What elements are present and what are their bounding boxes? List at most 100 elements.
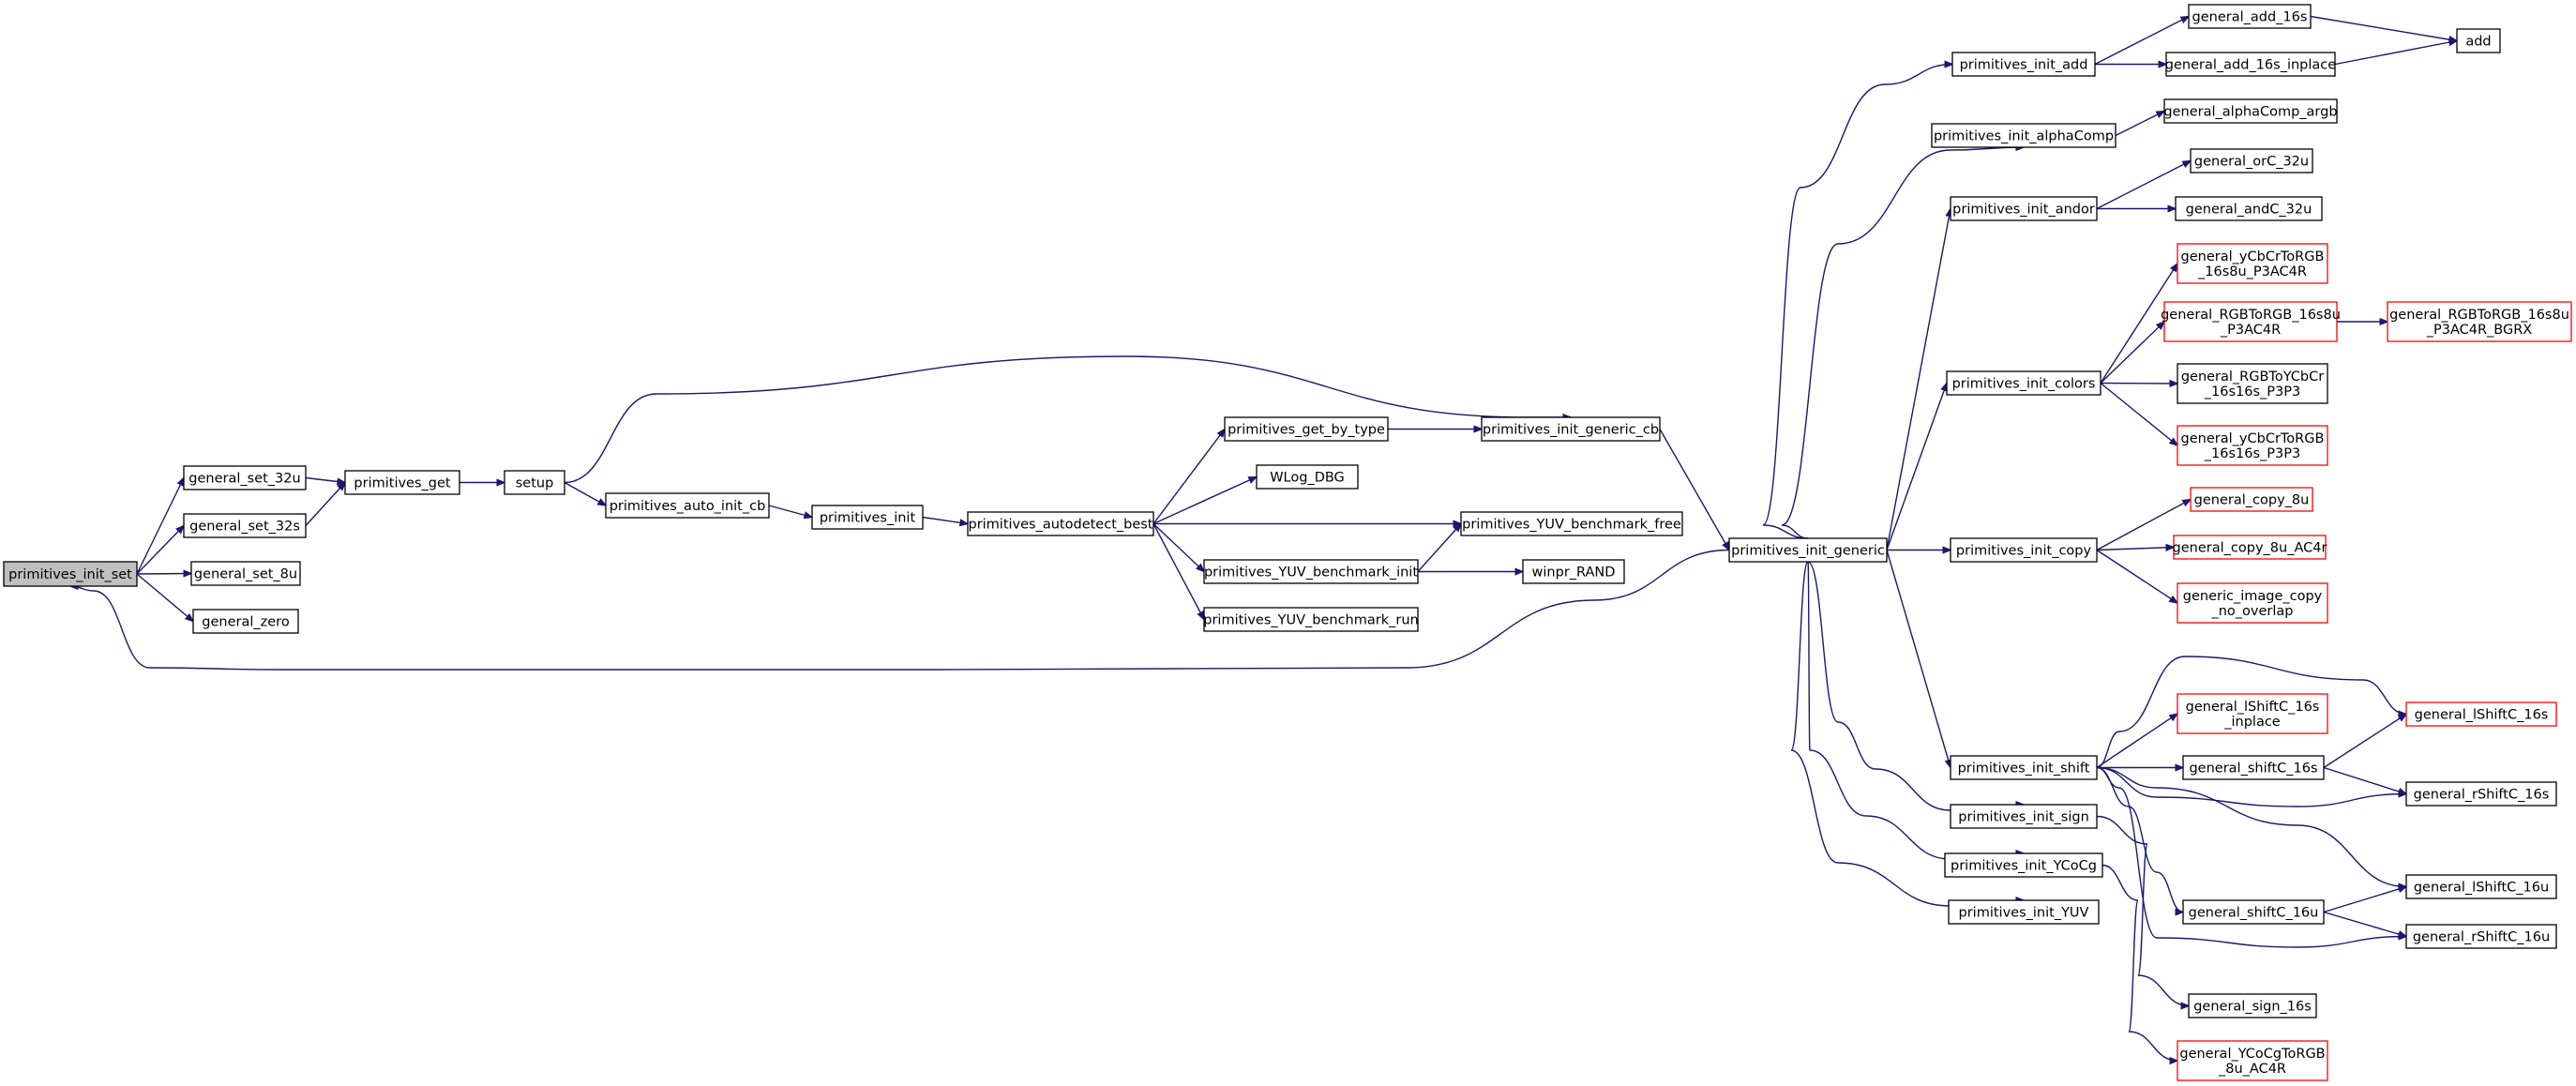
node-general_copy_8u_AC4r[interactable]: general_copy_8u_AC4r (2173, 535, 2327, 560)
node-primitives_init_set[interactable]: primitives_init_set (3, 561, 138, 587)
node-label: primitives_autodetect_best (968, 518, 1152, 533)
node-general_RGBToRGB_16s8u_P3AC4R_BGRX[interactable]: general_RGBToRGB_16s8u_P3AC4R_BGRX (2387, 301, 2572, 342)
call-edge-primitives_init_YCoCg-to-general_YCoCgToRGB_8u_AC4R (2101, 864, 2177, 1062)
call-edge-primitives_autodetect_best-to-primitives_get_by_type (1152, 430, 1225, 524)
node-primitives_init_YCoCg[interactable]: primitives_init_YCoCg (1944, 852, 2103, 878)
call-edge-primitives_autodetect_best-to-primitives_YUV_benchmark_init (1152, 522, 1204, 572)
node-general_shiftC_16u[interactable]: general_shiftC_16u (2182, 899, 2325, 925)
node-label: primitives_init_generic_cb (1483, 423, 1659, 438)
node-general_yCbCrToRGB_16s16s_P3P3[interactable]: general_yCbCrToRGB_16s16s_P3P3 (2177, 425, 2328, 466)
node-label: general_rShiftC_16u (2413, 930, 2550, 945)
node-general_alphaComp_argb[interactable]: general_alphaComp_argb (2163, 98, 2338, 124)
node-box (2165, 52, 2336, 77)
node-box (2188, 4, 2312, 29)
node-label: primitives_init_YUV (1959, 906, 2089, 921)
call-edge-primitives_init-to-primitives_autodetect_best (922, 516, 968, 524)
node-primitives_YUV_benchmark_free[interactable]: primitives_YUV_benchmark_free (1460, 511, 1683, 536)
node-general_rShiftC_16u[interactable]: general_rShiftC_16u (2405, 924, 2557, 949)
call-edge-primitives_init_shift-to-general_lShiftC_16s_inplace (2096, 714, 2177, 769)
node-general_lShiftC_16s_inplace[interactable]: general_lShiftC_16s_inplace (2177, 693, 2328, 734)
call-edge-primitives_init_alphaComp-to-general_alphaComp_argb (2115, 112, 2164, 137)
node-general_set_32u[interactable]: general_set_32u (183, 465, 307, 490)
node-label: _16s8u_P3AC4R (2197, 264, 2307, 279)
node-general_lShiftC_16s[interactable]: general_lShiftC_16s (2405, 701, 2557, 727)
node-box (2182, 755, 2325, 780)
node-primitives_auto_init_cb[interactable]: primitives_auto_init_cb (605, 492, 770, 519)
call-edge-general_shiftC_16u-to-general_rShiftC_16u (2323, 911, 2406, 937)
node-primitives_autodetect_best[interactable]: primitives_autodetect_best (967, 511, 1154, 536)
node-primitives_init_colors[interactable]: primitives_init_colors (1946, 370, 2101, 396)
node-general_copy_8u[interactable]: general_copy_8u (2190, 487, 2313, 512)
node-primitives_init_shift[interactable]: primitives_init_shift (1950, 755, 2098, 780)
node-label: primitives_init_colors (1952, 377, 2096, 392)
node-box (2177, 425, 2328, 466)
node-label: primitives_get (354, 476, 450, 491)
node-box (1256, 464, 1359, 490)
node-box (811, 505, 924, 530)
call-edge-primitives_init_copy-to-general_copy_8u (2096, 500, 2191, 551)
node-primitives_YUV_benchmark_run[interactable]: primitives_YUV_benchmark_run (1203, 607, 1419, 632)
call-edge-general_shiftC_16u-to-general_lShiftC_16u (2323, 887, 2406, 913)
node-label: winpr_RAND (1532, 566, 1616, 581)
node-label: general_andC_32u (2186, 203, 2312, 218)
node-general_shiftC_16s[interactable]: general_shiftC_16s (2182, 755, 2325, 780)
node-box (2177, 363, 2328, 404)
node-general_rShiftC_16s[interactable]: general_rShiftC_16s (2405, 781, 2557, 807)
node-box (2173, 535, 2327, 560)
node-general_set_32s[interactable]: general_set_32s (183, 513, 307, 538)
node-setup[interactable]: setup (504, 470, 565, 495)
node-primitives_init[interactable]: primitives_init (811, 505, 924, 530)
node-generic_image_copy_no_overlap[interactable]: generic_image_copy_no_overlap (2177, 582, 2328, 624)
node-label: general_YCoCgToRGB (2179, 1047, 2325, 1062)
node-box (1944, 852, 2103, 878)
node-primitives_init_generic[interactable]: primitives_init_generic (1728, 537, 1888, 563)
node-label: general_add_16s (2192, 10, 2308, 25)
node-primitives_init_add[interactable]: primitives_init_add (1951, 52, 2096, 77)
node-general_lShiftC_16u[interactable]: general_lShiftC_16u (2405, 874, 2557, 899)
call-edge-general_add_16s_inplace-to-add (2334, 41, 2457, 66)
call-edge-primitives_init_add-to-general_add_16s (2094, 17, 2189, 66)
node-primitives_init_alphaComp[interactable]: primitives_init_alphaComp (1931, 123, 2117, 148)
call-edge-primitives_init_copy-to-general_copy_8u_AC4r (2096, 548, 2174, 551)
call-edge-general_shiftC_16s-to-general_rShiftC_16s (2323, 766, 2406, 794)
node-primitives_init_andor[interactable]: primitives_init_andor (1950, 196, 2098, 221)
call-edge-primitives_init_colors-to-general_RGBToYCbCr_16s16s_P3P3 (2100, 384, 2177, 385)
node-WLog_DBG[interactable]: WLog_DBG (1256, 464, 1359, 490)
node-general_YCoCgToRGB_8u_AC4R[interactable]: general_YCoCgToRGB_8u_AC4R (2177, 1040, 2328, 1081)
node-general_orC_32u[interactable]: general_orC_32u (2190, 148, 2313, 173)
node-primitives_init_copy[interactable]: primitives_init_copy (1950, 537, 2098, 563)
call-edge-primitives_init_set-to-general_set_32s (136, 526, 184, 575)
node-primitives_get_by_type[interactable]: primitives_get_by_type (1224, 416, 1389, 442)
node-label: general_RGBToRGB_16s8u (2389, 308, 2569, 323)
call-edge-general_add_16s-to-add (2310, 15, 2457, 41)
node-general_andC_32u[interactable]: general_andC_32u (2175, 196, 2323, 221)
node-general_RGBToYCbCr_16s16s_P3P3[interactable]: general_RGBToYCbCr_16s16s_P3P3 (2177, 363, 2328, 404)
node-label: general_zero (202, 615, 290, 630)
node-box (1460, 511, 1683, 536)
call-edge-primitives_init_shift-to-general_shiftC_16u (2096, 766, 2183, 913)
node-label: general_shiftC_16u (2189, 906, 2319, 921)
node-add[interactable]: add (2456, 28, 2501, 53)
node-primitives_YUV_benchmark_init[interactable]: primitives_YUV_benchmark_init (1203, 559, 1419, 584)
node-label: generic_image_copy (2183, 589, 2323, 604)
node-label: general_yCbCrToRGB (2181, 431, 2325, 446)
node-primitives_init_generic_cb[interactable]: primitives_init_generic_cb (1481, 416, 1661, 442)
node-general_zero[interactable]: general_zero (192, 609, 299, 634)
node-general_sign_16s[interactable]: general_sign_16s (2188, 993, 2317, 1018)
node-box (2175, 196, 2323, 221)
node-general_set_8u[interactable]: general_set_8u (190, 561, 301, 586)
node-primitives_init_sign[interactable]: primitives_init_sign (1950, 804, 2098, 829)
node-primitives_init_YUV[interactable]: primitives_init_YUV (1948, 899, 2100, 925)
node-box (192, 609, 299, 634)
node-general_yCbCrToRGB_16s8u_P3AC4R[interactable]: general_yCbCrToRGB_16s8u_P3AC4R (2177, 243, 2328, 284)
node-box (2387, 301, 2572, 342)
node-primitives_get[interactable]: primitives_get (344, 470, 460, 495)
node-box (1948, 899, 2100, 925)
node-box (2405, 924, 2557, 949)
node-general_add_16s_inplace[interactable]: general_add_16s_inplace (2165, 52, 2336, 77)
node-general_RGBToRGB_16s8u_P3AC4R[interactable]: general_RGBToRGB_16s8u_P3AC4R (2161, 301, 2341, 342)
node-box (190, 561, 301, 586)
node-winpr_RAND[interactable]: winpr_RAND (1522, 559, 1625, 584)
node-general_add_16s[interactable]: general_add_16s (2188, 4, 2312, 29)
